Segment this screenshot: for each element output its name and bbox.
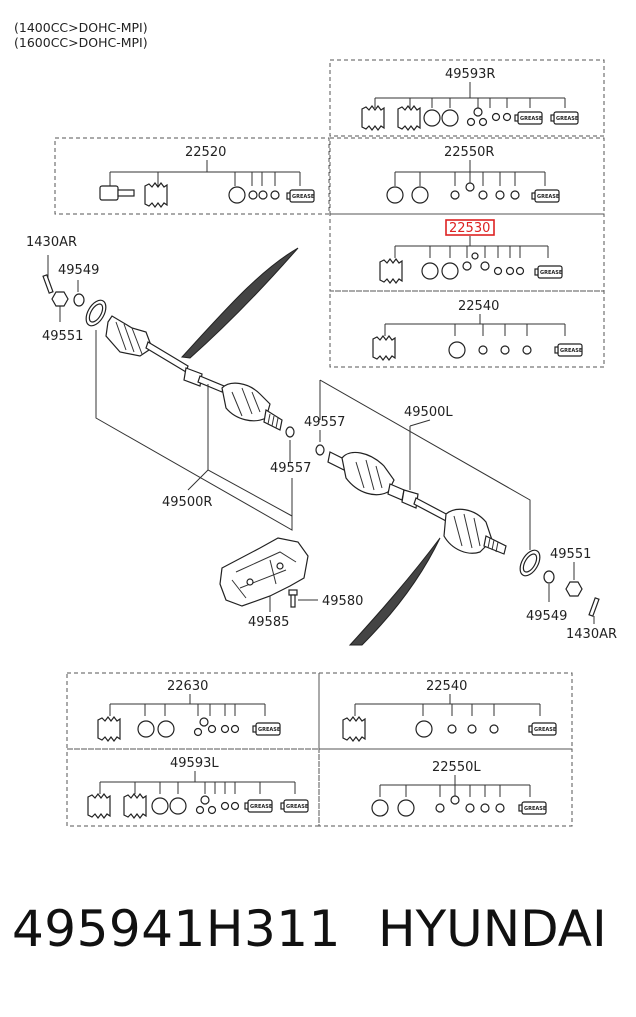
label-49585: 49585 <box>248 615 289 630</box>
label-49551-left: 49551 <box>42 329 83 344</box>
kit-box-22550L <box>318 748 573 827</box>
label-22630: 22630 <box>167 679 208 694</box>
grease-label: GREASE <box>540 270 563 276</box>
kit-box-49593R <box>329 59 605 137</box>
label-49500R: 49500R <box>162 495 212 510</box>
label-22550R: 22550R <box>444 145 494 160</box>
kit-box-22540-top <box>329 290 605 368</box>
grease-label: GREASE <box>524 806 547 812</box>
label-49557-right: 49557 <box>270 461 311 476</box>
grease-label: GREASE <box>250 804 273 810</box>
grease-label: GREASE <box>258 727 281 733</box>
brand-name: HYUNDAI <box>378 900 607 958</box>
footer: 495941H311 HYUNDAI <box>0 900 636 980</box>
highlight-22530 <box>445 219 495 236</box>
label-1430AR-right: 1430AR <box>566 627 617 642</box>
label-49593L: 49593L <box>170 756 219 771</box>
label-1430AR-left: 1430AR <box>26 235 77 250</box>
label-22550L: 22550L <box>432 760 481 775</box>
label-22540-bottom: 22540 <box>426 679 467 694</box>
kit-box-22530 <box>329 213 605 292</box>
engine-spec-line-2: (1600CC>DOHC-MPI) <box>14 35 148 50</box>
kit-box-22520 <box>54 137 330 215</box>
kit-box-49593L <box>66 748 320 827</box>
curve-separator-top <box>180 247 299 359</box>
label-49551-right: 49551 <box>550 547 591 562</box>
label-49557-mid: 49557 <box>304 415 345 430</box>
engine-spec-line-1: (1400CC>DOHC-MPI) <box>14 20 148 35</box>
grease-label: GREASE <box>556 116 579 122</box>
drive-shaft-right <box>105 315 283 431</box>
grease-label: GREASE <box>292 194 315 200</box>
label-49549-left: 49549 <box>58 263 99 278</box>
label-49580: 49580 <box>322 594 363 609</box>
bolt-49580 <box>288 589 298 608</box>
curve-separator-bottom <box>348 537 441 646</box>
bracket-49585 <box>219 537 309 607</box>
grease-label: GREASE <box>534 727 557 733</box>
grease-label: GREASE <box>560 348 583 354</box>
drive-shaft-left <box>327 451 507 555</box>
label-49500L: 49500L <box>404 405 453 420</box>
label-22520: 22520 <box>185 145 226 160</box>
part-number: 495941H311 <box>12 900 341 958</box>
label-22530: 22530 <box>449 221 490 236</box>
exploded-parts-diagram: (1400CC>DOHC-MPI) (1600CC>DOHC-MPI) 4959… <box>14 20 617 827</box>
label-22540-top: 22540 <box>458 299 499 314</box>
label-49593R: 49593R <box>445 67 495 82</box>
grease-label: GREASE <box>286 804 309 810</box>
grease-label: GREASE <box>537 194 560 200</box>
label-49549-right: 49549 <box>526 609 567 624</box>
grease-label: GREASE <box>520 116 543 122</box>
